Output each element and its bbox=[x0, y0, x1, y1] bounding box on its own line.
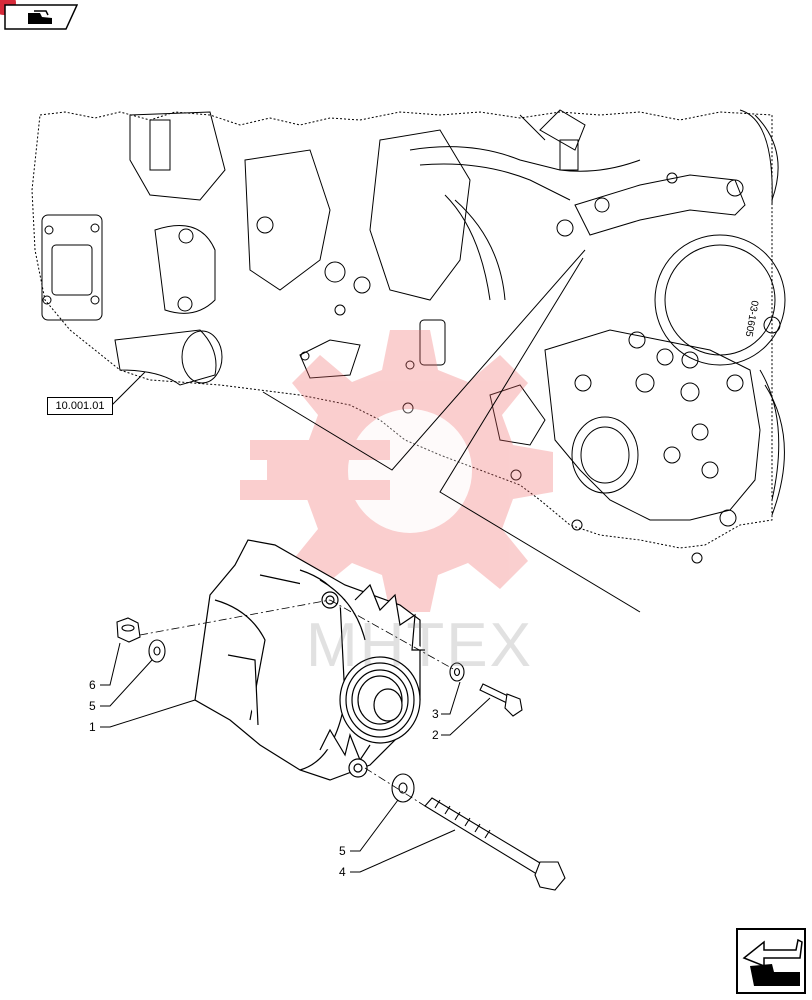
assembly-centerlines bbox=[139, 599, 456, 807]
engine-stamp-text: 03-1605 bbox=[743, 299, 760, 337]
back-button[interactable] bbox=[736, 928, 806, 994]
page-tab-button[interactable] bbox=[4, 4, 78, 30]
callout-3: 3 bbox=[432, 707, 439, 721]
watermark-text: MHTEX bbox=[306, 611, 533, 680]
callout-leaders bbox=[100, 642, 491, 873]
assembly-leader-lines bbox=[111, 249, 641, 613]
hardware bbox=[116, 617, 566, 891]
back-arrow-icon bbox=[736, 928, 806, 994]
short-bolt bbox=[479, 683, 511, 704]
watermark-gear bbox=[240, 330, 553, 612]
callout-6: 6 bbox=[89, 678, 96, 692]
callout-1: 1 bbox=[89, 720, 96, 734]
engine-block bbox=[31, 109, 786, 564]
callout-5-lower: 5 bbox=[339, 844, 346, 858]
callout-2: 2 bbox=[432, 728, 439, 742]
page-tab-icon bbox=[4, 4, 78, 30]
callout-4: 4 bbox=[339, 865, 346, 879]
alternator bbox=[194, 539, 425, 781]
reference-link-10-001-01[interactable]: 10.001.01 bbox=[47, 397, 113, 415]
callout-5-upper: 5 bbox=[89, 699, 96, 713]
